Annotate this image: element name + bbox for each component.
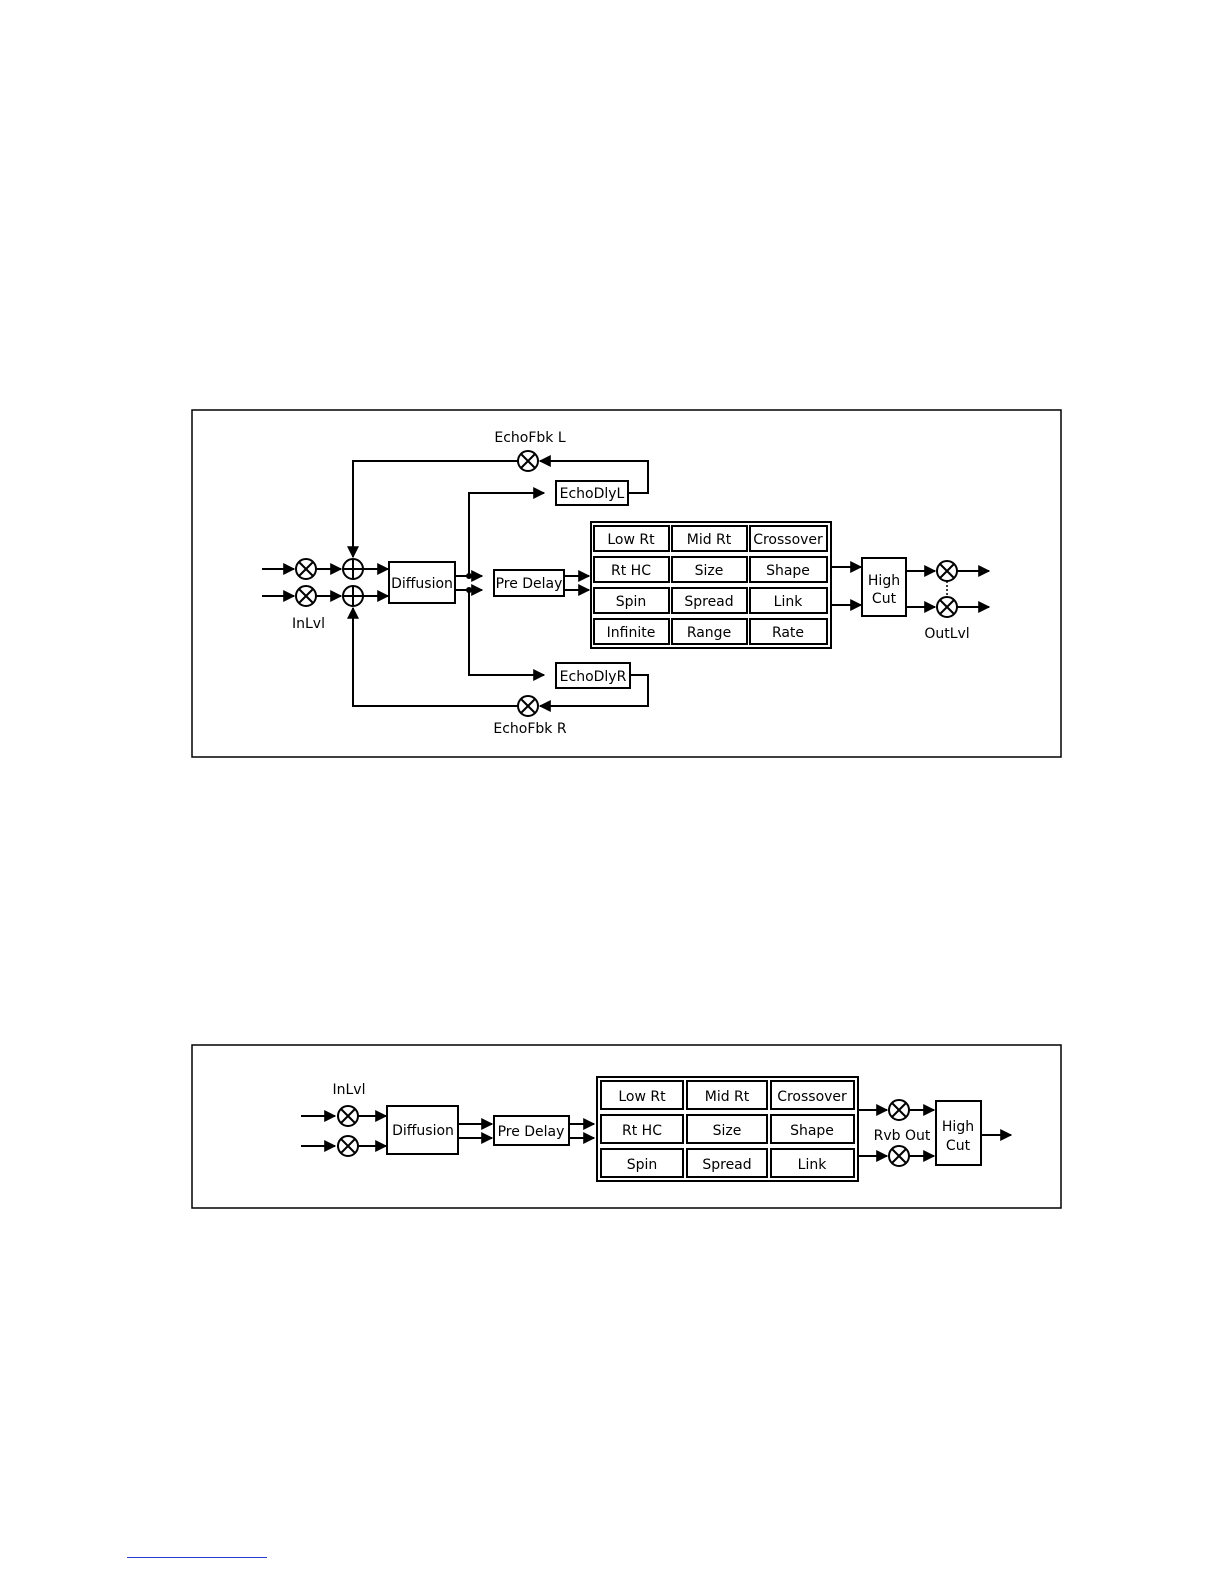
in-lvl-label: InLvl [292, 616, 325, 632]
grid1-cell-label: Spread [684, 594, 733, 610]
echo-fbk-r-label: EchoFbk R [493, 721, 566, 737]
parameter-grid-2-cells: Low Rt Mid Rt Crossover Rt HC Size Shape… [601, 1081, 854, 1177]
grid2-cell-label: Crossover [777, 1089, 847, 1105]
grid1-cell-label: Rt HC [611, 563, 651, 579]
grid1-cell-label: Spin [616, 594, 647, 610]
echo-l-send-line [469, 493, 544, 576]
diffusion-label: Diffusion [391, 576, 453, 592]
in-lvl-multiplier-r-icon [296, 586, 316, 606]
grid1-cell-label: Link [774, 594, 804, 610]
grid2-cell-label: Low Rt [618, 1089, 666, 1105]
rvb-out-multiplier-r-icon [889, 1146, 909, 1166]
high-cut-label-line2-2: Cut [946, 1138, 971, 1154]
out-lvl-label: OutLvl [924, 626, 969, 642]
in-lvl-label-2: InLvl [333, 1082, 366, 1098]
grid1-cell-label: Infinite [607, 625, 656, 641]
grid2-cell-label: Shape [790, 1123, 834, 1139]
grid1-cell-label: Low Rt [607, 532, 655, 548]
high-cut-label-line1-2: High [942, 1119, 974, 1135]
grid2-cell-label: Mid Rt [705, 1089, 750, 1105]
grid2-cell-label: Size [713, 1123, 742, 1139]
echo-r-feedback-line [353, 608, 518, 706]
high-cut-label-line1: High [868, 573, 900, 589]
reverb-basic-block-diagram: InLvl Diffusion Pre Delay Low Rt Mid Rt … [192, 1045, 1061, 1208]
in-lvl-multiplier-r-icon-2 [338, 1136, 358, 1156]
echo-fbk-l-label: EchoFbk L [494, 430, 565, 446]
pre-delay-label: Pre Delay [496, 576, 563, 592]
echo-r-send-line [469, 590, 544, 675]
diffusion-label-2: Diffusion [392, 1123, 454, 1139]
in-lvl-multiplier-l-icon [296, 559, 316, 579]
grid2-cell-label: Rt HC [622, 1123, 662, 1139]
summing-junction-l-icon [343, 559, 363, 579]
grid1-cell-label: Size [695, 563, 724, 579]
grid1-cell-label: Mid Rt [687, 532, 732, 548]
grid2-cell-label: Spin [627, 1157, 658, 1173]
footnote-rule [127, 1557, 267, 1558]
summing-junction-r-icon [343, 586, 363, 606]
echo-l-feedback-line [353, 461, 518, 557]
grid1-cell-label: Range [687, 625, 731, 641]
out-lvl-multiplier-l-icon [937, 561, 957, 581]
grid2-cell-label: Spread [702, 1157, 751, 1173]
grid1-cell-label: Shape [766, 563, 810, 579]
grid1-cell-label: Crossover [753, 532, 823, 548]
out-lvl-multiplier-r-icon [937, 597, 957, 617]
rvb-out-multiplier-l-icon [889, 1100, 909, 1120]
echo-fbk-l-multiplier-icon [518, 451, 538, 471]
grid1-cell-label: Rate [772, 625, 804, 641]
reverb-echo-block-diagram: InLvl Diffusion EchoDlyL EchoFbk L [192, 410, 1061, 757]
echo-dly-r-label: EchoDlyR [560, 669, 627, 685]
echo-fbk-r-multiplier-icon [518, 696, 538, 716]
high-cut-label-line2: Cut [872, 591, 897, 607]
in-lvl-multiplier-l-icon-2 [338, 1106, 358, 1126]
rvb-out-label: Rvb Out [874, 1128, 931, 1144]
echo-dly-l-label: EchoDlyL [560, 486, 625, 502]
pre-delay-label-2: Pre Delay [498, 1124, 565, 1140]
grid2-cell-label: Link [798, 1157, 828, 1173]
